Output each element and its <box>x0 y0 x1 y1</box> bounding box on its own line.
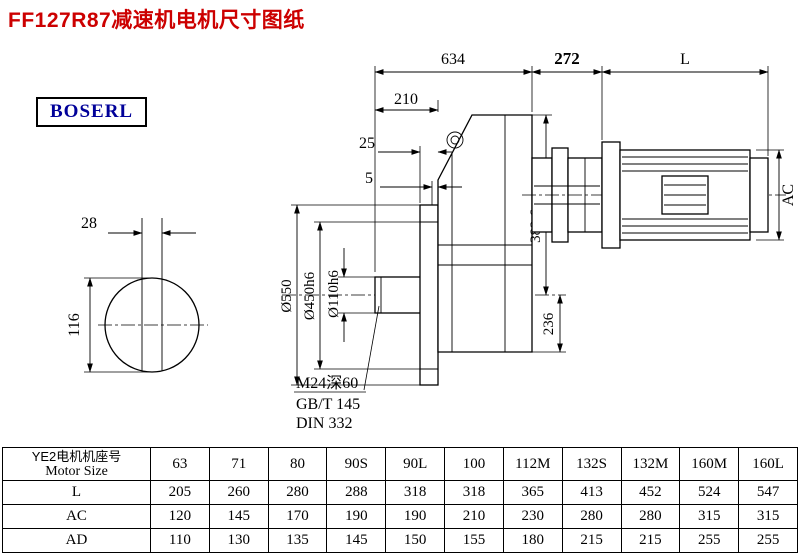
tap-hole-notes: M24深60 GB/T 145 DIN 332 <box>294 305 380 432</box>
table-cell: 110 <box>150 528 210 553</box>
table-cell: 547 <box>738 480 798 505</box>
table-cell: 155 <box>444 528 504 553</box>
table-cell: 190 <box>326 504 387 529</box>
brand-logo: BOSERL <box>36 97 148 127</box>
table-header-row: YE2电机机座号 Motor Size 63 71 80 90S 90L 100… <box>2 447 798 481</box>
motor-size-table: YE2电机机座号 Motor Size 63 71 80 90S 90L 100… <box>2 447 798 553</box>
dim-5: 5 <box>365 170 373 187</box>
dim-motor-dia: AC <box>780 184 797 206</box>
size-col: 160M <box>679 447 740 481</box>
dim-key-width: 28 <box>81 215 97 232</box>
table-cell: 145 <box>326 528 387 553</box>
size-col: 90S <box>326 447 387 481</box>
table-cell: 120 <box>150 504 210 529</box>
row-label: AD <box>2 528 151 553</box>
table-cell: 135 <box>267 528 328 553</box>
motor-diameter-dimension: AC <box>756 149 797 241</box>
table-cell: 413 <box>561 480 622 505</box>
row-label: AC <box>2 504 151 529</box>
note-standard-din: DIN 332 <box>296 415 352 432</box>
size-col: 112M <box>502 447 563 481</box>
dim-flange-dia: Ø550 <box>279 279 295 312</box>
table-cell: 255 <box>679 528 740 553</box>
dim-center-height-bottom: 236 <box>541 312 557 335</box>
dim-adapter-length: 272 <box>554 49 580 68</box>
table-cell: 315 <box>738 504 798 529</box>
table-row-AD: AD 110 130 135 145 150 155 180 215 215 2… <box>2 528 798 553</box>
technical-drawing: 28 116 Ø550 Ø450h6 <box>66 49 797 432</box>
table-cell: 318 <box>385 480 446 505</box>
header-cn: YE2电机机座号 <box>31 449 122 464</box>
note-tap-hole: M24深60 <box>296 374 358 392</box>
table-cell: 255 <box>738 528 798 553</box>
dim-25: 25 <box>359 135 375 152</box>
size-col: 90L <box>385 447 446 481</box>
table-cell: 215 <box>620 528 681 553</box>
size-col: 160L <box>738 447 798 481</box>
size-col: 63 <box>150 447 210 481</box>
table-cell: 190 <box>385 504 446 529</box>
table-cell: 130 <box>208 528 269 553</box>
table-cell: 205 <box>150 480 210 505</box>
table-cell: 215 <box>561 528 622 553</box>
row-label: L <box>2 480 151 505</box>
table-header-motor-size: YE2电机机座号 Motor Size <box>2 447 151 481</box>
dim-key-height: 116 <box>66 313 83 336</box>
dim-spigot-dia: Ø450h6 <box>302 271 318 320</box>
table-cell: 210 <box>444 504 504 529</box>
table-cell: 180 <box>502 528 563 553</box>
table-cell: 524 <box>679 480 740 505</box>
table-cell: 288 <box>326 480 387 505</box>
table-cell: 280 <box>620 504 681 529</box>
shaft-end-view: 28 116 <box>66 215 208 373</box>
diameter-dimensions: Ø550 Ø450h6 Ø110h6 <box>279 204 420 386</box>
table-cell: 280 <box>561 504 622 529</box>
table-row-AC: AC 120 145 170 190 190 210 230 280 280 3… <box>2 504 798 529</box>
table-cell: 452 <box>620 480 681 505</box>
table-cell: 318 <box>444 480 504 505</box>
table-cell: 260 <box>208 480 269 505</box>
dim-shaft-dia: Ø110h6 <box>326 270 342 318</box>
page-title: FF127R87减速机电机尺寸图纸 <box>8 9 305 32</box>
note-standard-gb: GB/T 145 <box>296 396 360 413</box>
table-cell: 365 <box>502 480 563 505</box>
size-col: 132S <box>561 447 622 481</box>
dim-total-length: 634 <box>441 51 465 68</box>
motor-side-view <box>522 141 786 249</box>
table-cell: 145 <box>208 504 269 529</box>
size-col: 71 <box>208 447 269 481</box>
table-cell: 150 <box>385 528 446 553</box>
table-cell: 230 <box>502 504 563 529</box>
table-cell: 315 <box>679 504 740 529</box>
table-cell: 280 <box>267 480 328 505</box>
gearbox-side-view <box>282 114 566 386</box>
table-cell: 170 <box>267 504 328 529</box>
table-row-L: L 205 260 280 288 318 318 365 413 452 52… <box>2 480 798 505</box>
dim-shaft-projection: 210 <box>394 91 418 108</box>
size-col: 132M <box>620 447 681 481</box>
top-dimensions: 634 272 L 210 25 5 <box>359 49 769 272</box>
dim-motor-length: L <box>680 51 690 68</box>
size-col: 80 <box>267 447 328 481</box>
header-en: Motor Size <box>45 464 108 479</box>
size-col: 100 <box>444 447 504 481</box>
